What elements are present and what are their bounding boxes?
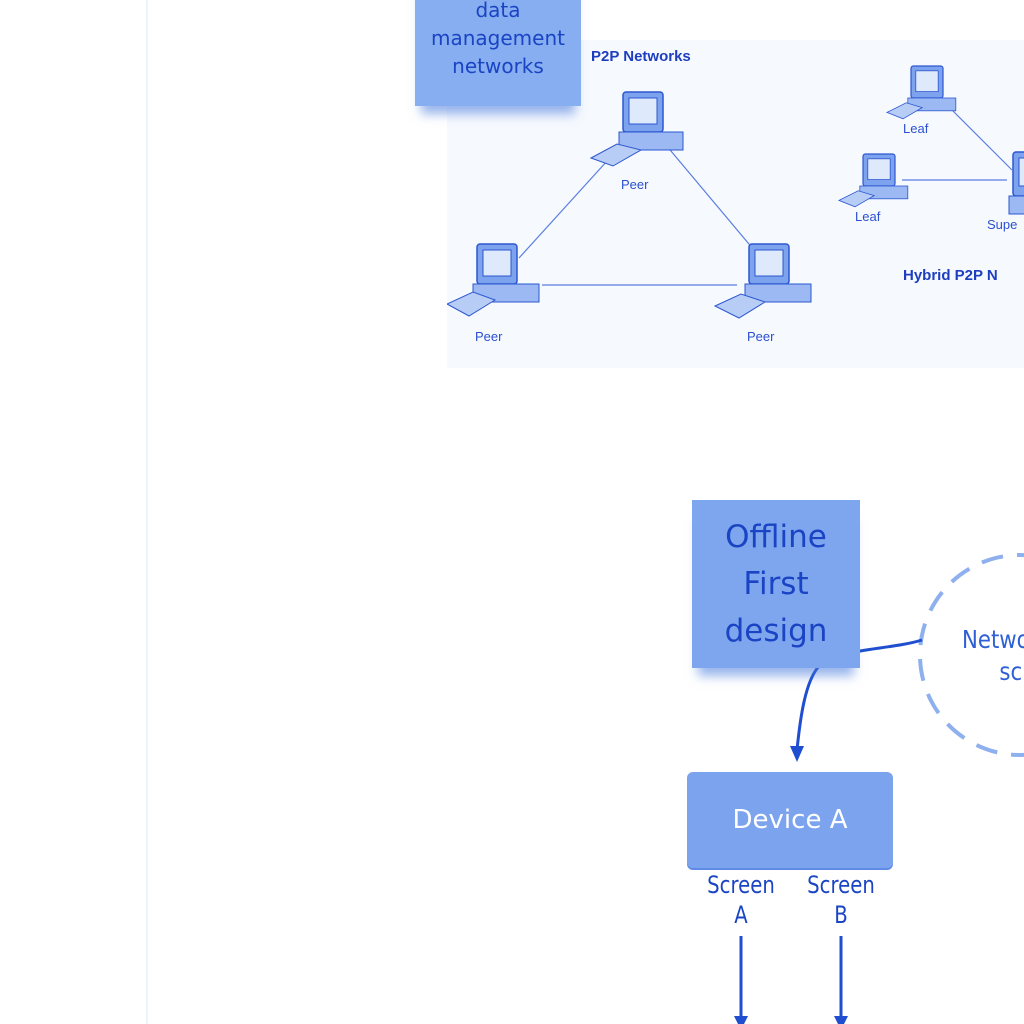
screen-a-label: Screen A	[704, 870, 778, 930]
sticky-line: design	[724, 612, 828, 649]
network-circle-label: Netwo sc	[962, 624, 1024, 688]
leaf-link-1	[941, 99, 1013, 171]
peer-label: Peer	[747, 329, 775, 344]
network-label-line: Netwo	[962, 625, 1024, 654]
computer-icon	[886, 65, 957, 120]
device-a-box[interactable]: Device A	[687, 772, 893, 868]
p2p-network-diagram	[447, 65, 1024, 319]
screen-b-label: Screen B	[804, 870, 878, 930]
peer-link-right	[654, 131, 760, 257]
sticky-line: Offline	[725, 518, 827, 555]
sticky-note-offline-first[interactable]: Offline First design	[692, 500, 860, 668]
computer-icon	[589, 91, 684, 167]
screen-label-line: Screen	[707, 871, 775, 899]
arrow-head	[790, 746, 804, 762]
arrow-head	[834, 1016, 848, 1024]
sticky-line: management	[431, 26, 565, 50]
screen-label-line: Screen	[807, 871, 875, 899]
computer-icon	[713, 243, 812, 319]
computer-icon	[838, 153, 909, 208]
hybrid-p2p-title: Hybrid P2P N	[903, 267, 998, 284]
leaf-label: Leaf	[855, 209, 881, 224]
arrow-head	[734, 1016, 748, 1024]
computer-icon	[447, 243, 540, 317]
sticky-note-data-management[interactable]: data management networks	[415, 0, 581, 106]
device-label: Device A	[732, 805, 848, 835]
sticky-line: First	[743, 565, 809, 602]
computer-icon	[1008, 151, 1024, 215]
network-label-line: sc	[999, 657, 1023, 686]
screen-label-line: B	[834, 901, 848, 929]
left-panel-divider	[146, 0, 148, 1024]
peer-label: Peer	[475, 329, 503, 344]
leaf-label: Leaf	[903, 121, 929, 136]
screen-label-line: A	[734, 901, 748, 929]
peer-label: Peer	[621, 177, 649, 192]
sticky-line: networks	[452, 54, 544, 78]
network-circle	[918, 553, 1024, 757]
pure-p2p-title: P2P Networks	[591, 48, 691, 65]
super-peer-label: Supe	[987, 217, 1018, 232]
sticky-line: data	[475, 0, 521, 22]
